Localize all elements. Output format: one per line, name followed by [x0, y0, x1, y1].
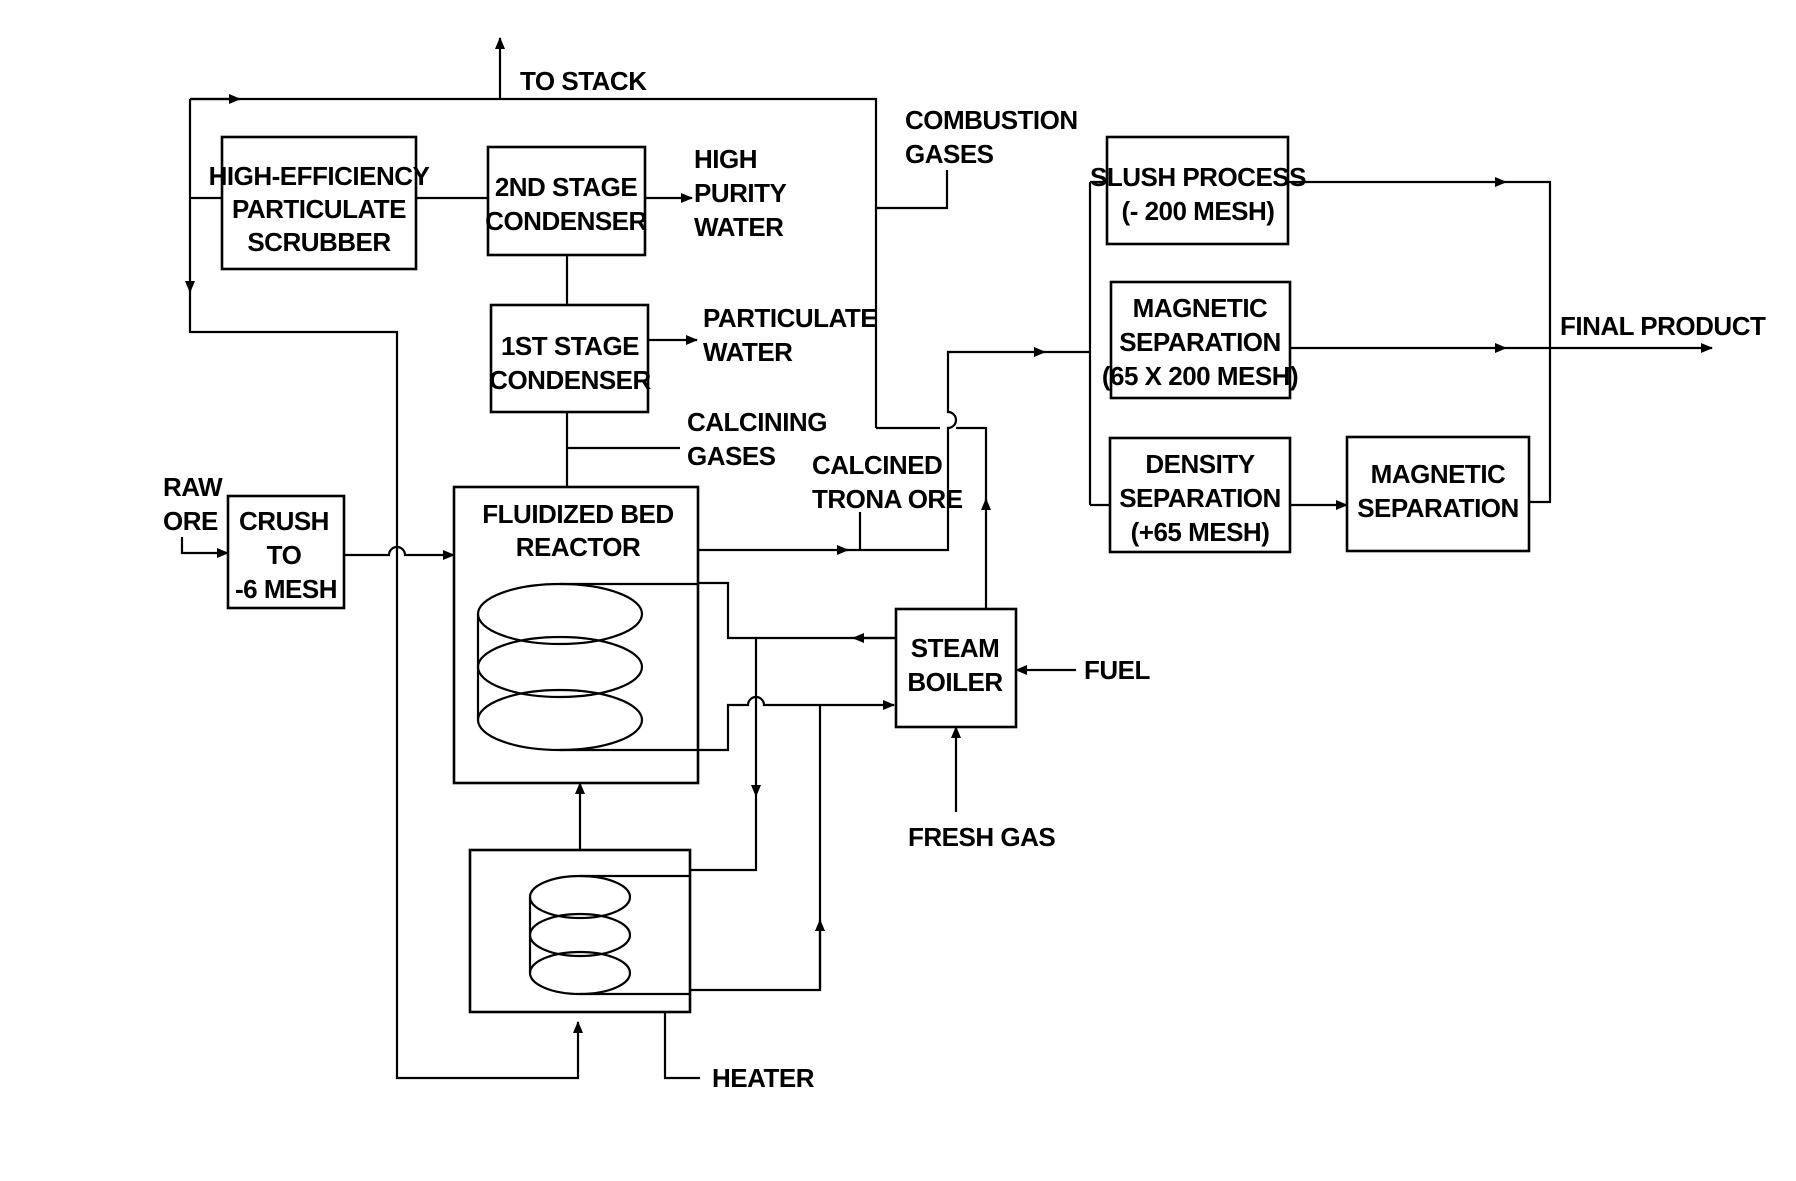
heater-top-return: [690, 796, 756, 870]
combustion-gases-label-2: GASES: [905, 139, 994, 169]
steam-return-bottom: [698, 697, 894, 750]
cond2-label-1: 2ND STAGE: [495, 172, 638, 202]
density-label-2: SEPARATION: [1119, 483, 1281, 513]
magsep1-label-3: (65 X 200 MESH): [1102, 361, 1298, 391]
scrubber-label-3: SCRUBBER: [247, 227, 391, 257]
split-bus: [1045, 182, 1090, 505]
to-stack-label: TO STACK: [520, 66, 647, 96]
density-label-1: DENSITY: [1145, 449, 1254, 479]
box-crush: CRUSH TO -6 MESH: [228, 496, 344, 608]
magsep2-label-2: SEPARATION: [1357, 493, 1519, 523]
box-magsep2: MAGNETIC SEPARATION: [1347, 437, 1529, 551]
cond1-label-2: CONDENSER: [489, 365, 651, 395]
boiler-label-2: BOILER: [907, 667, 1003, 697]
crush-label-3: -6 MESH: [235, 574, 337, 604]
high-purity-water-label-1: HIGH: [694, 144, 757, 174]
final-product-label: FINAL PRODUCT: [1560, 311, 1766, 341]
crush-to-reactor: [344, 547, 454, 555]
crush-label-2: TO: [267, 540, 302, 570]
slush-label-2: (- 200 MESH): [1122, 196, 1275, 226]
scrubber-label-2: PARTICULATE: [232, 194, 406, 224]
calcining-gases-label-2: GASES: [687, 441, 776, 471]
heater-label: HEATER: [712, 1063, 815, 1093]
box-magsep1: MAGNETIC SEPARATION (65 X 200 MESH): [1102, 282, 1298, 398]
box-slush: SLUSH PROCESS (- 200 MESH): [1090, 137, 1306, 244]
particulate-water-label-2: WATER: [703, 337, 793, 367]
fresh-gas-label: FRESH GAS: [908, 822, 1055, 852]
reactor-label-1: FLUIDIZED BED: [482, 499, 673, 529]
box-cond2: 2ND STAGE CONDENSER: [485, 147, 647, 255]
cond1-label-1: 1ST STAGE: [501, 331, 639, 361]
box-density: DENSITY SEPARATION (+65 MESH): [1110, 438, 1290, 552]
fuel-label: FUEL: [1084, 655, 1151, 685]
high-purity-water-label-3: WATER: [694, 212, 784, 242]
raw-ore-arrow: [182, 537, 228, 553]
combustion-gases-leader: [876, 170, 947, 208]
slush-label-1: SLUSH PROCESS: [1090, 162, 1306, 192]
high-purity-water-label-2: PURITY: [694, 178, 787, 208]
box-boiler: STEAM BOILER: [896, 609, 1016, 727]
magsep1-label-2: SEPARATION: [1119, 327, 1281, 357]
calcining-gases-label-1: CALCINING: [687, 407, 827, 437]
raw-ore-label-1: RAW: [163, 472, 223, 502]
boiler-label-1: STEAM: [911, 633, 1000, 663]
box-reactor: FLUIDIZED BED REACTOR: [454, 487, 698, 783]
cond2-label-2: CONDENSER: [485, 206, 647, 236]
box-heater: [470, 850, 690, 1012]
particulate-water-label-1: PARTICULATE: [703, 303, 877, 333]
calcined-trona-label-2: TRONA ORE: [812, 484, 963, 514]
heater-leader: [665, 1012, 700, 1078]
density-label-3: (+65 MESH): [1131, 517, 1270, 547]
magsep1-label-1: MAGNETIC: [1133, 293, 1268, 323]
crush-label-1: CRUSH: [239, 506, 329, 536]
magsep2-label-1: MAGNETIC: [1371, 459, 1506, 489]
calcined-trona-label-1: CALCINED: [812, 450, 942, 480]
reactor-label-2: REACTOR: [516, 532, 641, 562]
box-cond1: 1ST STAGE CONDENSER: [489, 305, 651, 412]
combustion-gases-label-1: COMBUSTION: [905, 105, 1078, 135]
scrubber-label-1: HIGH-EFFICIENCY: [209, 161, 430, 191]
raw-ore-label-2: ORE: [163, 506, 218, 536]
steam-return-top: [698, 583, 896, 638]
box-scrubber: HIGH-EFFICIENCY PARTICULATE SCRUBBER: [209, 137, 430, 269]
